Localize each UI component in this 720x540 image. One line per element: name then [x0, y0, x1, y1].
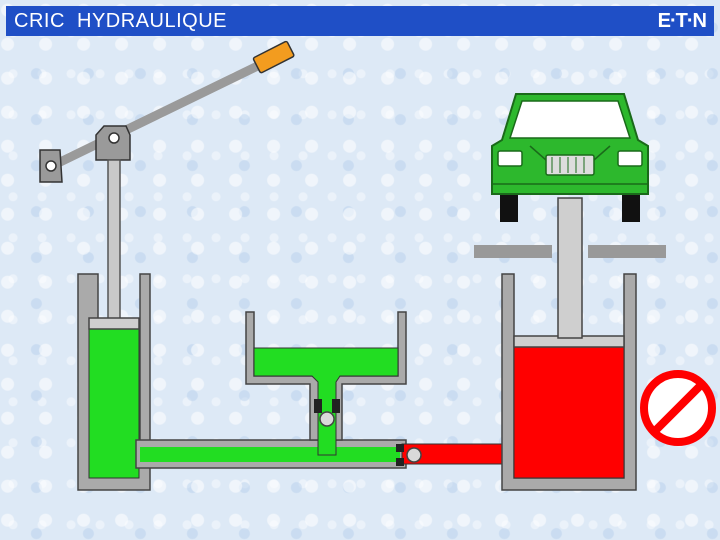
lever-bar: [47, 55, 275, 171]
check-valve-ball-icon: [319, 411, 335, 427]
page-title: CRIC HYDRAULIQUE: [14, 10, 227, 32]
car-icon: [491, 93, 649, 222]
pump-piston-head: [88, 317, 140, 330]
pump-lever: [39, 40, 295, 183]
eaton-logo: E·T·N: [657, 10, 707, 32]
check-valve-ball-icon: [406, 447, 422, 463]
low-pressure-pipe-fluid: [140, 447, 400, 462]
floor-left: [474, 245, 552, 258]
reservoir-valve-seat-right: [332, 399, 340, 413]
lift-chamber-fluid: [513, 345, 625, 479]
reservoir-fluid: [253, 347, 399, 456]
pump-cylinder-wall-right: [139, 273, 151, 443]
pump-chamber-fluid: [88, 327, 140, 479]
pump-piston-rod: [107, 159, 121, 321]
lever-grip: [252, 40, 295, 74]
lift-piston-rod: [557, 197, 583, 339]
reservoir-valve-seat-left: [314, 399, 322, 413]
floor-right: [588, 245, 666, 258]
title-bar: CRIC HYDRAULIQUE E·T·N: [6, 6, 714, 36]
prohibited-icon: [640, 370, 716, 446]
